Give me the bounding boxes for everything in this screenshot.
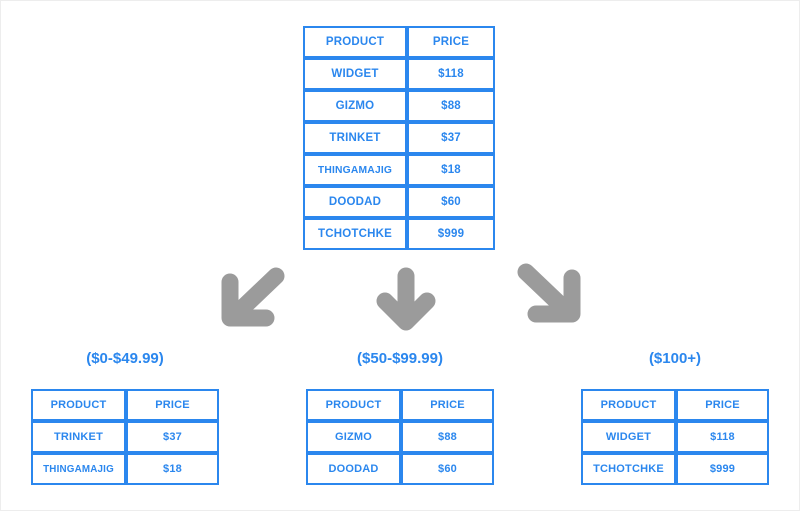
table-cell-price: $88 — [407, 90, 495, 122]
table-cell-product: GIZMO — [303, 90, 407, 122]
table-cell-product: WIDGET — [303, 58, 407, 90]
column-header-price: PRICE — [676, 389, 769, 421]
table-cell-price: $118 — [407, 58, 495, 90]
table-cell-price: $999 — [407, 218, 495, 250]
table-cell-product: DOODAD — [303, 186, 407, 218]
column-header-price: PRICE — [126, 389, 219, 421]
table-cell-product: TRINKET — [303, 122, 407, 154]
table-cell-price: $88 — [401, 421, 494, 453]
column-header-price: PRICE — [407, 26, 495, 58]
table-cell-product: GIZMO — [306, 421, 401, 453]
column-header-product: PRODUCT — [581, 389, 676, 421]
column-header-product: PRODUCT — [31, 389, 126, 421]
arrow-down-right-icon — [517, 263, 581, 323]
table-cell-price: $18 — [126, 453, 219, 485]
table-cell-product: THINGAMAJIG — [31, 453, 126, 485]
column-header-product: PRODUCT — [306, 389, 401, 421]
table-cell-product: WIDGET — [581, 421, 676, 453]
arrow-down-icon — [376, 267, 436, 331]
table-cell-product: TRINKET — [31, 421, 126, 453]
table-cell-product: THINGAMAJIG — [303, 154, 407, 186]
group-label-0: ($0-$49.99) — [86, 350, 164, 367]
table-cell-price: $37 — [407, 122, 495, 154]
group-label-1: ($50-$99.99) — [357, 350, 443, 367]
table-cell-price: $37 — [126, 421, 219, 453]
arrow-down-left-icon — [221, 267, 285, 327]
table-cell-product: TCHOTCHKE — [581, 453, 676, 485]
table-cell-product: DOODAD — [306, 453, 401, 485]
table-cell-price: $60 — [407, 186, 495, 218]
column-header-price: PRICE — [401, 389, 494, 421]
table-cell-price: $118 — [676, 421, 769, 453]
table-cell-price: $18 — [407, 154, 495, 186]
group-label-2: ($100+) — [648, 350, 702, 367]
column-header-product: PRODUCT — [303, 26, 407, 58]
table-cell-price: $60 — [401, 453, 494, 485]
table-cell-price: $999 — [676, 453, 769, 485]
table-cell-product: TCHOTCHKE — [303, 218, 407, 250]
